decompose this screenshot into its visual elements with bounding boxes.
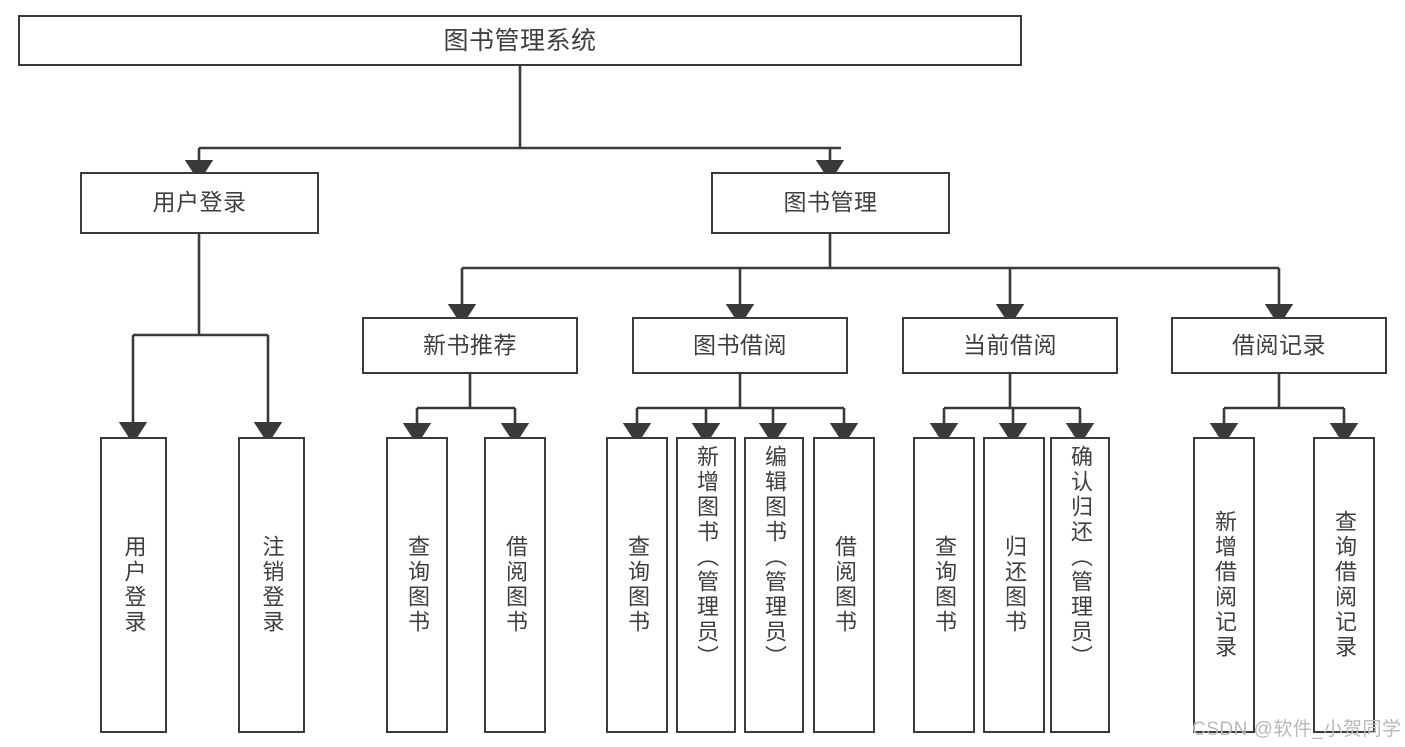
node-current-borrow[interactable]: 当前借阅: [902, 317, 1118, 374]
node-label: 查询图书: [625, 535, 650, 635]
node-label: 新增图书（管理员）: [694, 445, 719, 670]
node-label: 借阅图书: [503, 535, 528, 635]
node-label: 图书借阅: [693, 331, 787, 358]
leaf-query-book-3[interactable]: 查询图书: [913, 437, 975, 733]
node-label: 注销登录: [259, 535, 285, 635]
node-label: 查询图书: [405, 535, 430, 635]
node-borrow-record[interactable]: 借阅记录: [1171, 317, 1387, 374]
leaf-user-logout[interactable]: 注销登录: [238, 437, 305, 733]
node-label: 查询借阅记录: [1332, 510, 1357, 660]
leaf-add-record[interactable]: 新增借阅记录: [1193, 437, 1255, 733]
leaf-confirm-return[interactable]: 确认归还（管理员）: [1050, 437, 1110, 733]
node-label: 归还图书: [1002, 535, 1027, 635]
node-label: 图书管理: [783, 189, 878, 216]
leaf-user-login[interactable]: 用户登录: [100, 437, 167, 733]
watermark-text: CSDN @软件_小贺同学: [1192, 719, 1402, 740]
node-user-login[interactable]: 用户登录: [80, 172, 319, 234]
node-label: 新增借阅记录: [1212, 510, 1237, 660]
node-label: 借阅记录: [1232, 331, 1326, 358]
leaf-query-book-1[interactable]: 查询图书: [386, 437, 448, 733]
node-label: 用户登录: [152, 189, 247, 216]
node-label: 借阅图书: [832, 535, 857, 635]
node-label: 当前借阅: [963, 331, 1057, 358]
leaf-edit-book[interactable]: 编辑图书（管理员）: [744, 437, 804, 733]
node-label: 查询图书: [932, 535, 957, 635]
node-new-book-recommend[interactable]: 新书推荐: [362, 317, 578, 374]
node-book-borrow[interactable]: 图书借阅: [632, 317, 848, 374]
node-label: 新书推荐: [423, 331, 517, 358]
leaf-borrow-book-2[interactable]: 借阅图书: [813, 437, 875, 733]
node-label: 图书管理系统: [443, 26, 597, 55]
node-book-manage[interactable]: 图书管理: [711, 172, 950, 234]
leaf-borrow-book-1[interactable]: 借阅图书: [484, 437, 546, 733]
leaf-return-book[interactable]: 归还图书: [983, 437, 1045, 733]
leaf-add-book[interactable]: 新增图书（管理员）: [676, 437, 736, 733]
leaf-query-record[interactable]: 查询借阅记录: [1313, 437, 1375, 733]
node-label: 用户登录: [121, 535, 147, 635]
node-label: 确认归还（管理员）: [1068, 445, 1093, 670]
node-label: 编辑图书（管理员）: [762, 445, 787, 670]
node-root-system[interactable]: 图书管理系统: [18, 15, 1022, 66]
leaf-query-book-2[interactable]: 查询图书: [606, 437, 668, 733]
